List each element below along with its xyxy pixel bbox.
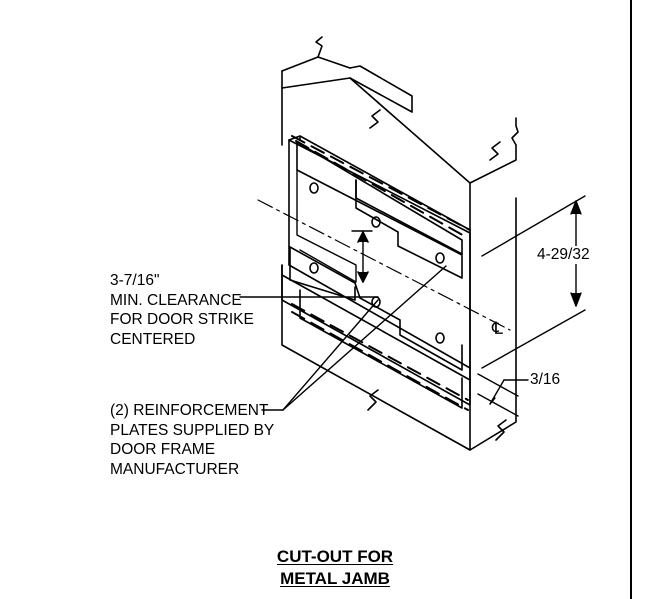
plates-line-3: DOOR FRAME	[110, 441, 216, 458]
clearance-line-3: FOR DOOR STRIKE	[110, 311, 254, 328]
clearance-line-4: CENTERED	[110, 330, 196, 348]
height-dimension-label: 4-29/32	[535, 246, 592, 264]
plates-callout: (2) REINFORCEMENT PLATES SUPPLIED BY DOO…	[110, 401, 274, 479]
clearance-line-2: MIN. CLEARANCE	[110, 291, 242, 309]
clearance-line-1: 3-7/16"	[110, 272, 160, 289]
jamb-body	[281, 36, 519, 451]
plates-line-2: PLATES SUPPLIED BY	[110, 421, 275, 439]
lower-reinforcement-plate	[281, 246, 471, 411]
height-dimension	[481, 195, 586, 369]
upper-reinforcement-plate	[288, 135, 471, 369]
clearance-callout: 3-7/16" MIN. CLEARANCE FOR DOOR STRIKE C…	[110, 271, 254, 349]
title-line-2: METAL JAMB	[280, 569, 390, 588]
thickness-dimension-label: 3/16	[530, 371, 561, 388]
plates-leader	[261, 265, 447, 411]
thickness-dimension	[477, 373, 529, 417]
clearance-dimension	[351, 230, 373, 283]
drawing-title: CUT-OUT FOR METAL JAMB	[200, 546, 470, 590]
plates-line-1: (2) REINFORCEMENT	[110, 402, 269, 419]
centerline	[257, 199, 511, 331]
centerline-symbol: ℄	[492, 319, 503, 338]
title-line-1: CUT-OUT FOR	[276, 547, 394, 566]
plates-line-4: MANUFACTURER	[110, 460, 240, 478]
